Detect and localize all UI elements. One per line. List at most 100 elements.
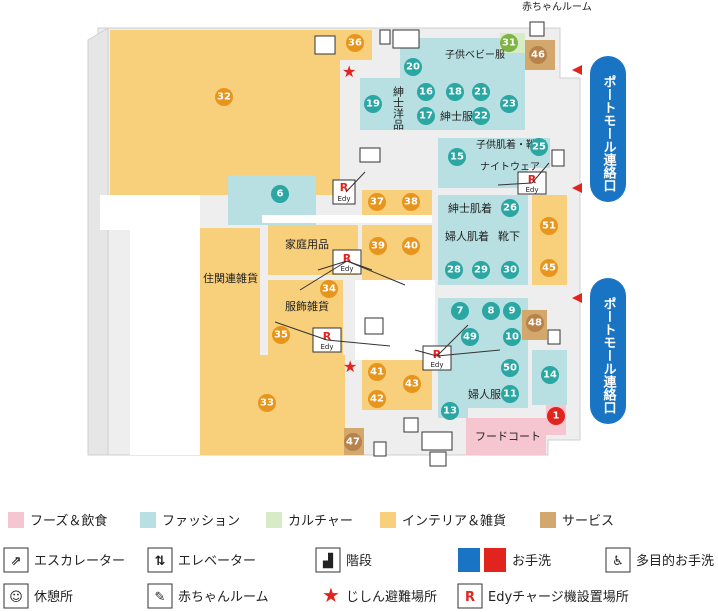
svg-text:51: 51 <box>542 221 556 232</box>
svg-text:35: 35 <box>274 330 288 341</box>
label-fujin-hadagi: 婦人肌着 <box>445 229 489 243</box>
shop-badge-6[interactable]: 6 <box>271 185 289 203</box>
svg-text:43: 43 <box>405 379 419 390</box>
shop-badge-49[interactable]: 49 <box>461 328 479 346</box>
svg-text:18: 18 <box>448 87 462 98</box>
shop-badge-14[interactable]: 14 <box>541 366 559 384</box>
evacuation-star-icon: ★ <box>343 357 357 376</box>
shop-badge-15[interactable]: 15 <box>448 148 466 166</box>
svg-text:R: R <box>340 181 349 194</box>
svg-text:10: 10 <box>505 332 519 343</box>
label-fujin-fuku: 婦人服 <box>468 387 501 401</box>
shop-badge-28[interactable]: 28 <box>445 261 463 279</box>
svg-text:13: 13 <box>443 406 457 417</box>
port-mall-top[interactable] <box>590 56 626 202</box>
shop-badge-50[interactable]: 50 <box>501 359 519 377</box>
svg-text:36: 36 <box>348 38 362 49</box>
shop-badge-7[interactable]: 7 <box>451 302 469 320</box>
shop-badge-18[interactable]: 18 <box>446 83 464 101</box>
shop-badge-31[interactable]: 31 <box>500 34 518 52</box>
label-shinshi-fuku: 紳士服 <box>440 110 473 123</box>
stairs-icon <box>403 417 419 433</box>
shop-badge-46[interactable]: 46 <box>529 46 547 64</box>
svg-text:Edy: Edy <box>340 265 353 273</box>
shop-badge-33[interactable]: 33 <box>258 394 276 412</box>
legend-icon-label: エレベーター <box>178 554 256 569</box>
shop-badge-1[interactable]: 1 <box>547 407 565 425</box>
svg-text:49: 49 <box>463 332 477 343</box>
legend-icon-label: 休憩所 <box>34 589 73 605</box>
legend-icon-label: エスカレーター <box>34 554 125 569</box>
legend-icon-label: 赤ちゃんルーム <box>178 590 269 605</box>
shop-badge-29[interactable]: 29 <box>472 261 490 279</box>
svg-text:21: 21 <box>474 87 488 98</box>
svg-text:50: 50 <box>503 363 517 374</box>
svg-text:15: 15 <box>450 152 464 163</box>
label-kaden: 家庭用品 <box>285 237 329 251</box>
shop-badge-30[interactable]: 30 <box>501 261 519 279</box>
svg-text:48: 48 <box>528 318 542 329</box>
shop-badge-43[interactable]: 43 <box>403 375 421 393</box>
shop-badge-36[interactable]: 36 <box>346 34 364 52</box>
edy-marker-5[interactable]: R Edy <box>422 345 452 371</box>
shop-badge-22[interactable]: 22 <box>472 107 490 125</box>
shop-badge-41[interactable]: 41 <box>368 363 386 381</box>
svg-text:Edy: Edy <box>320 343 333 351</box>
zone-32 <box>110 30 340 195</box>
legend-icon-label: お手洗 <box>512 554 551 569</box>
svg-text:22: 22 <box>474 111 488 122</box>
svg-text:1: 1 <box>553 411 560 422</box>
shop-badge-9[interactable]: 9 <box>503 302 521 320</box>
svg-text:R: R <box>433 348 442 361</box>
svg-text:▟: ▟ <box>322 552 334 569</box>
baby-room-icon <box>529 21 545 37</box>
shop-badge-17[interactable]: 17 <box>417 107 435 125</box>
rest-area-icon: ☺ <box>3 583 29 609</box>
svg-text:✎: ✎ <box>155 590 166 605</box>
edy-marker-1[interactable]: R Edy <box>332 179 356 205</box>
legend-category-label: フーズ＆飲食 <box>30 513 107 529</box>
svg-text:31: 31 <box>502 38 516 49</box>
legend-category-label: カルチャー <box>288 514 353 529</box>
stairs-icon: ▟ <box>315 547 341 573</box>
legend-swatch <box>380 512 396 528</box>
edy-marker-3[interactable]: R Edy <box>332 249 362 275</box>
shop-badge-13[interactable]: 13 <box>441 402 459 420</box>
port-mall-bottom[interactable] <box>590 278 626 424</box>
label-shinshi-hadagi: 紳士肌着 <box>448 201 492 215</box>
shop-badge-23[interactable]: 23 <box>500 95 518 113</box>
shop-badge-10[interactable]: 10 <box>503 328 521 346</box>
shop-badge-25[interactable]: 25 <box>530 138 548 156</box>
legend-icon-label: Edyチャージ機設置場所 <box>488 589 629 605</box>
svg-text:41: 41 <box>370 367 384 378</box>
shop-badge-39[interactable]: 39 <box>369 237 387 255</box>
svg-text:32: 32 <box>217 92 231 103</box>
zone-food-court <box>466 418 546 455</box>
shop-badge-26[interactable]: 26 <box>501 199 519 217</box>
shop-badge-37[interactable]: 37 <box>368 193 386 211</box>
shop-badge-40[interactable]: 40 <box>402 237 420 255</box>
shop-badge-38[interactable]: 38 <box>402 193 420 211</box>
shop-badge-48[interactable]: 48 <box>526 314 544 332</box>
shop-badge-34[interactable]: 34 <box>320 280 338 298</box>
shop-badge-21[interactable]: 21 <box>472 83 490 101</box>
shop-badge-51[interactable]: 51 <box>540 217 558 235</box>
shop-badge-35[interactable]: 35 <box>272 326 290 344</box>
shop-badge-8[interactable]: 8 <box>482 302 500 320</box>
shop-badge-11[interactable]: 11 <box>501 385 519 403</box>
svg-text:8: 8 <box>488 306 495 317</box>
shop-badge-45[interactable]: 45 <box>540 259 558 277</box>
svg-text:9: 9 <box>509 306 516 317</box>
svg-text:R: R <box>343 252 352 265</box>
escalator-icon: ⇗ <box>3 547 29 573</box>
shop-badge-19[interactable]: 19 <box>364 95 382 113</box>
shop-badge-47[interactable]: 47 <box>344 433 362 451</box>
shop-badge-20[interactable]: 20 <box>404 58 422 76</box>
label-kodomo-hadagi: 子供肌着・靴下 <box>476 138 546 151</box>
shop-badge-32[interactable]: 32 <box>215 88 233 106</box>
restroom-icon <box>421 431 453 451</box>
shop-badge-42[interactable]: 42 <box>368 390 386 408</box>
escalator-icon <box>359 147 381 163</box>
legend-category-label: サービス <box>562 514 614 529</box>
shop-badge-16[interactable]: 16 <box>417 83 435 101</box>
